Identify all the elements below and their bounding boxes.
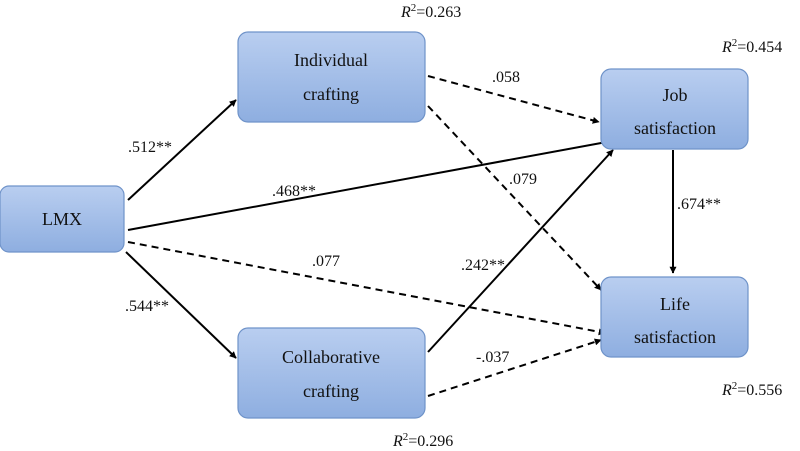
path-coefficients: .512** .544** .468** .077 .058 .079 .242… xyxy=(125,69,721,366)
node-individual-label-line1: Individual xyxy=(294,50,368,70)
coef-lmx-individual: .512** xyxy=(128,139,172,156)
coef-lmx-job: .468** xyxy=(272,183,316,200)
coef-individual-life: .079 xyxy=(509,171,537,188)
node-job-label-line1: Job xyxy=(662,85,687,105)
arrow-individual-job xyxy=(427,75,600,124)
node-individual-label-line2: crafting xyxy=(303,84,359,104)
node-lmx-label: LMX xyxy=(42,209,82,229)
arrow-collaborative-life xyxy=(427,338,602,397)
node-individual-crafting: Individual crafting xyxy=(237,31,426,123)
coef-collaborative-life: -.037 xyxy=(476,349,509,366)
coef-lmx-life: .077 xyxy=(312,253,340,270)
coef-collaborative-job: .242** xyxy=(461,257,505,274)
node-collaborative-crafting: Collaborative crafting xyxy=(237,327,426,419)
coef-individual-job: .058 xyxy=(492,69,520,86)
r2-individual-crafting: R2=0.263 xyxy=(400,2,461,21)
node-collaborative-label-line2: crafting xyxy=(303,381,359,401)
arrow-individual-life xyxy=(427,105,602,291)
node-job-satisfaction: Job satisfaction xyxy=(600,68,749,150)
coef-lmx-collaborative: .544** xyxy=(125,298,169,315)
node-collaborative-label-line1: Collaborative xyxy=(282,347,380,367)
coef-job-life: .674** xyxy=(677,196,721,213)
r2-life-satisfaction: R2=0.556 xyxy=(721,380,782,399)
arrow-lmx-collaborative xyxy=(125,251,237,359)
node-life-label-line1: Life xyxy=(660,294,690,314)
node-life-satisfaction: Life satisfaction xyxy=(600,276,749,358)
arrow-collaborative-job xyxy=(427,149,614,353)
arrow-lmx-life xyxy=(127,241,606,336)
arrow-lmx-individual xyxy=(127,99,237,201)
r2-job-satisfaction: R2=0.454 xyxy=(721,37,782,56)
node-lmx: LMX xyxy=(0,185,125,253)
node-life-label-line2: satisfaction xyxy=(634,327,716,347)
arrow-lmx-job xyxy=(127,138,613,231)
arrows xyxy=(125,75,677,397)
r2-collaborative-crafting: R2=0.296 xyxy=(392,431,453,450)
node-job-label-line2: satisfaction xyxy=(634,118,716,138)
